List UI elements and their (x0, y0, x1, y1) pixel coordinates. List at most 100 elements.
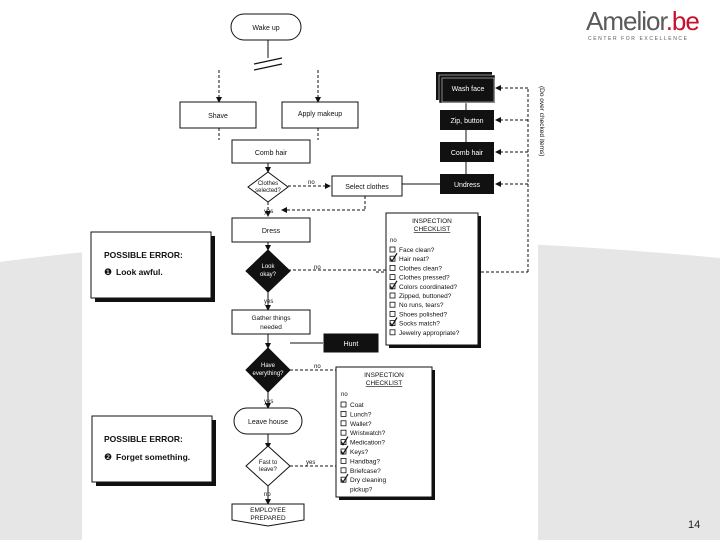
look-okay-line2: okay? (260, 272, 277, 278)
checklist2-item: Keys? (350, 449, 368, 456)
checklist2-item: Medication? (350, 440, 385, 447)
checklist1-checkbox (389, 301, 396, 308)
have-everything-line1: Have (261, 363, 276, 369)
yes-label-4: yes (306, 460, 315, 466)
checklist2-checkbox (340, 467, 347, 474)
comb-hair-node (231, 139, 311, 164)
apply-makeup-label: Apply makeup (298, 111, 342, 118)
undress-node (440, 174, 494, 194)
checklist1-item: Clothes pressed? (399, 275, 450, 282)
checklist2-title-line2: CHECKLIST (366, 380, 403, 387)
clothes-selected-line1: Clothes (258, 181, 278, 187)
checklist1-checkbox (389, 292, 396, 299)
checklist1-checkbox (389, 329, 396, 336)
comb-hair-label: Comb hair (255, 150, 288, 157)
zip-button-label: Zip, button (450, 118, 483, 125)
look-okay-line1: Look (261, 264, 275, 270)
logo-tagline: CENTER FOR EXCELLENCE (588, 36, 689, 42)
checklist2-item: pickup? (350, 487, 373, 494)
checklist2-item: Handbag? (350, 458, 380, 465)
no-label-3: no (314, 364, 321, 370)
checklist2-item: Dry cleaning (350, 477, 387, 484)
apply-makeup-node (281, 101, 359, 129)
wake-up-node (230, 13, 302, 41)
wake-up-label: Wake up (252, 25, 279, 32)
no-label-4: no (264, 492, 271, 498)
checklist2-checkbox (340, 410, 347, 417)
break-mark (253, 57, 283, 71)
amelior-logo: Amelior.be CENTER FOR EXCELLENCE (586, 6, 710, 46)
wash-face-label: Wash face (452, 86, 485, 93)
check-mark-icon (389, 252, 398, 263)
clothes-selected-decision (247, 171, 289, 203)
gather-line1: Gather things (251, 315, 291, 322)
check-mark-icon (340, 436, 349, 446)
no-label-2: no (314, 265, 321, 271)
checklist2-checkbox (340, 420, 347, 427)
checklist1-checkbox (389, 246, 396, 253)
check-mark-icon (389, 317, 398, 327)
logo-wordmark: Amelior.be (586, 6, 700, 36)
error1-heading: POSSIBLE ERROR: (104, 250, 183, 260)
dress-label: Dress (262, 228, 281, 235)
page-number: 14 (688, 519, 701, 531)
do-over-note: (Do over checked items) (538, 86, 545, 156)
error2-text: Forget something. (116, 452, 190, 462)
checklist1-item: Clothes clean? (399, 265, 442, 272)
checklist1-title-line2: CHECKLIST (414, 226, 451, 233)
shave-node (179, 101, 257, 129)
checklist1-checkbox (389, 264, 396, 271)
checklist2-item: Wallet? (350, 421, 372, 428)
shave-label: Shave (208, 113, 228, 120)
checklist1-item: Shoes polished? (399, 311, 447, 318)
hunt-label: Hunt (344, 341, 359, 348)
yes-label-3: yes (264, 399, 273, 405)
checklist2-no: no (341, 392, 348, 398)
error1-number: ❶ (104, 267, 112, 277)
leave-house-label: Leave house (248, 419, 288, 426)
checklist1-title-line1: INSPECTION (412, 218, 452, 225)
check-mark-icon (340, 445, 349, 456)
checklist2-box (335, 366, 433, 498)
checklist2-checkbox (340, 401, 347, 408)
check-mark-icon (389, 280, 398, 290)
employee-prepared-node (231, 503, 305, 527)
check-mark-icon (340, 473, 349, 484)
checklist1-item: Zipped, buttoned? (399, 293, 452, 300)
error2-number: ❷ (104, 452, 112, 462)
connectors (216, 40, 529, 505)
checklist1-no: no (390, 238, 397, 244)
error1-box (90, 231, 212, 299)
checklist2-item: Lunch? (350, 411, 372, 418)
checklist1-item: Jewelry appropriate? (399, 330, 460, 337)
error1-text: Look awful. (116, 267, 163, 277)
yes-label-2: yes (264, 299, 273, 305)
yes-label-1: yes (264, 209, 273, 215)
select-clothes-node (331, 175, 403, 197)
leave-house-node (233, 407, 303, 435)
checklist2-checkbox (340, 457, 347, 464)
side-comb-hair-label: Comb hair (451, 150, 484, 157)
checklist1-box (385, 212, 479, 346)
checklist1-checkbox (389, 310, 396, 317)
checklist2-checkbox (340, 429, 347, 436)
fast-to-leave-decision (245, 445, 291, 487)
employee-prepared-line1: EMPLOYEE (250, 507, 286, 514)
checklist2-item: Wristwatch? (350, 430, 386, 437)
have-everything-decision (245, 347, 291, 393)
gather-node (231, 309, 311, 335)
clothes-selected-line2: selected? (255, 188, 281, 194)
checklist1-item: Face clean? (399, 247, 435, 254)
checklist2-item: Coat (350, 402, 364, 409)
checklist2-item: Briefcase? (350, 468, 381, 475)
no-label-1: no (308, 180, 315, 186)
wash-face-stack (436, 72, 496, 104)
undress-label: Undress (454, 182, 481, 189)
fast-to-leave-line2: leave? (259, 467, 277, 473)
checklist1-item: Socks match? (399, 321, 440, 328)
side-comb-hair-node (440, 142, 494, 162)
fast-to-leave-line1: Fast to (259, 460, 278, 466)
employee-prepared-line2: PREPARED (250, 515, 286, 522)
hunt-node (323, 333, 379, 353)
